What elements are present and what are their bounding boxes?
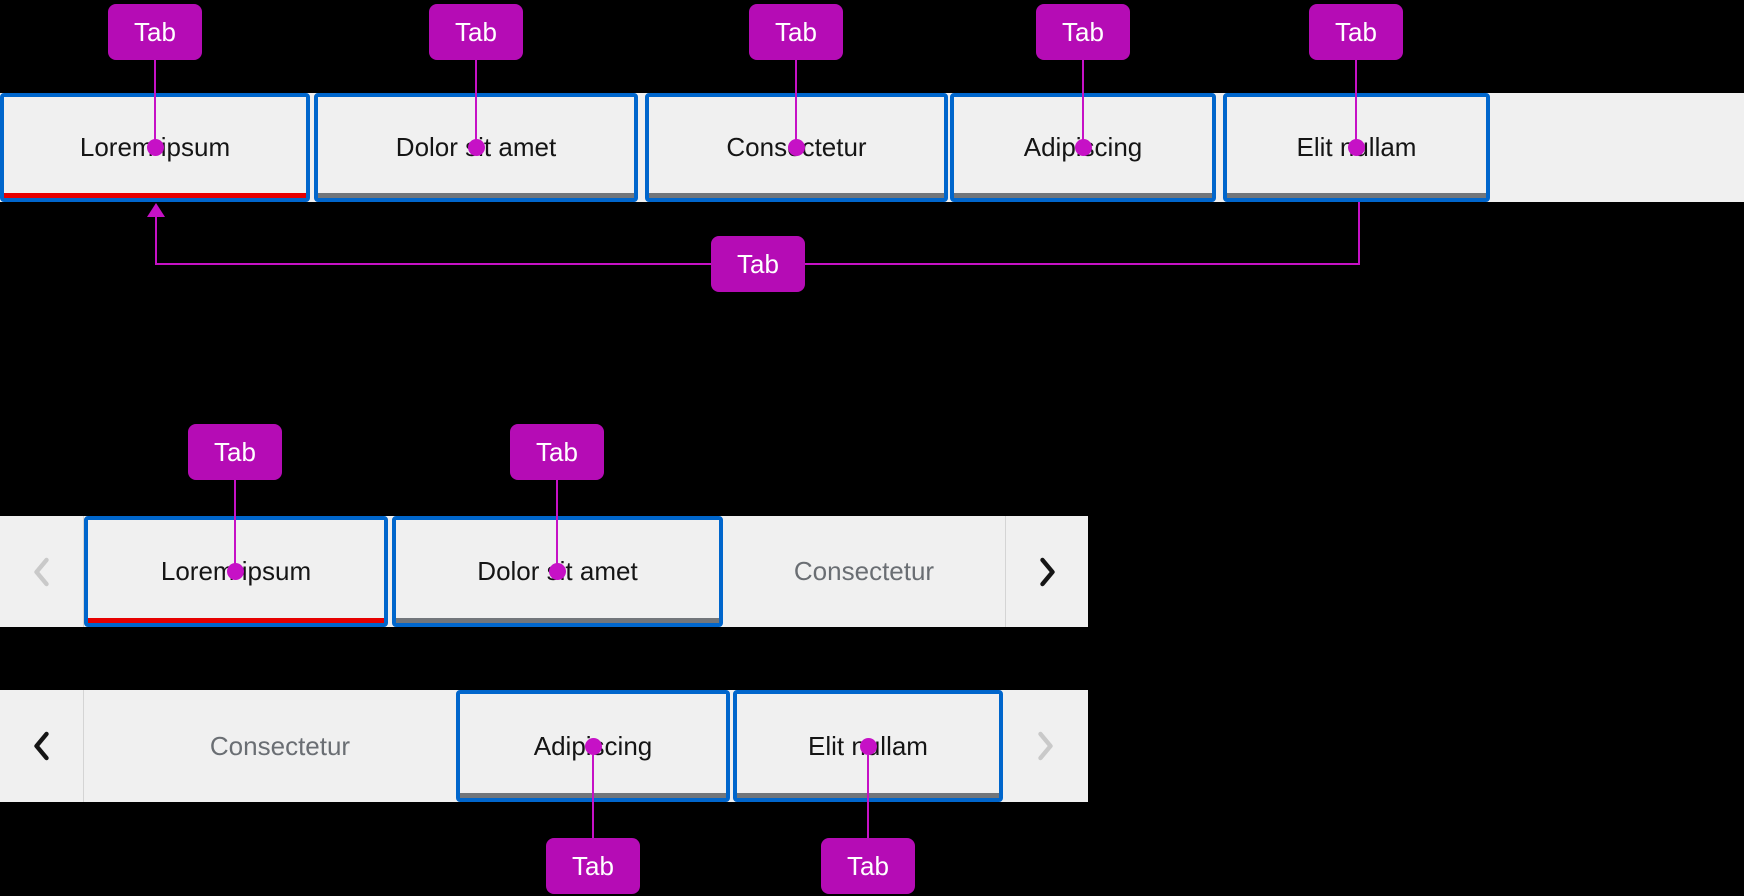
annotation-badge: Tab (188, 424, 282, 480)
annotation-badge-label: Tab (572, 850, 614, 881)
annotation-badge-label: Tab (214, 436, 256, 467)
annotation-dot (468, 139, 485, 156)
annotation-dot (1348, 139, 1365, 156)
annotation-badge: Tab (1309, 4, 1403, 60)
middle-overflow-tab-consectetur[interactable]: Consectetur (723, 516, 1005, 627)
annotation-dot (1075, 139, 1092, 156)
annotation-badge: Tab (108, 4, 202, 60)
annotation-connector-line (1358, 202, 1360, 263)
annotation-badge: Tab (1036, 4, 1130, 60)
annotation-connector-line (475, 60, 477, 140)
angle-right-icon (1037, 556, 1058, 588)
annotation-badge: Tab (711, 236, 805, 292)
divider (1005, 516, 1006, 627)
annotation-connector-line (795, 60, 797, 140)
annotation-dot (549, 563, 566, 580)
bottom-overflow-tab-consectetur[interactable]: Consectetur (95, 690, 465, 802)
annotation-dot (860, 738, 877, 755)
annotation-connector-line (234, 480, 236, 564)
annotation-arrow-up (147, 203, 165, 217)
annotation-dot (585, 738, 602, 755)
middle-tab-bar: Lorem ipsum Dolor sit amet Consectetur (0, 516, 1088, 627)
annotation-badge: Tab (429, 4, 523, 60)
scroll-left-button[interactable] (0, 516, 83, 627)
bottom-tab-bar: Consectetur Adipiscing Elit nullam (0, 690, 1088, 802)
annotation-badge: Tab (510, 424, 604, 480)
scroll-left-button[interactable] (0, 690, 83, 802)
tab-label: Consectetur (793, 556, 935, 586)
angle-left-icon (31, 556, 52, 588)
tab-indicator (396, 618, 719, 623)
active-tab-indicator (4, 193, 306, 198)
annotation-connector-line (155, 216, 157, 263)
annotation-badge-label: Tab (1335, 16, 1377, 47)
annotation-badge-label: Tab (455, 16, 497, 47)
annotation-badge: Tab (749, 4, 843, 60)
annotation-connector-line (154, 60, 156, 140)
annotation-connector-line (1355, 60, 1357, 140)
annotation-badge-label: Tab (847, 850, 889, 881)
annotation-connector-line (1082, 60, 1084, 140)
annotation-badge: Tab (546, 838, 640, 894)
annotation-badge-label: Tab (1062, 16, 1104, 47)
annotation-badge-label: Tab (775, 16, 817, 47)
scroll-right-button[interactable] (1003, 690, 1088, 802)
tab-indicator (318, 193, 634, 198)
divider (83, 516, 84, 627)
top-tab-bar: Lorem ipsum Dolor sit amet Consectetur A… (0, 93, 1744, 202)
angle-right-icon (1035, 730, 1056, 762)
tab-indicator (954, 193, 1212, 198)
annotation-connector-line (867, 755, 869, 838)
tab-label: Consectetur (209, 730, 351, 761)
angle-left-icon (31, 730, 52, 762)
divider (83, 690, 84, 802)
annotation-dot (227, 563, 244, 580)
annotation-badge-label: Tab (134, 16, 176, 47)
active-tab-indicator (88, 618, 384, 623)
annotation-dot (788, 139, 805, 156)
scroll-right-button[interactable] (1006, 516, 1088, 627)
annotation-dot (147, 139, 164, 156)
annotation-connector-line (592, 755, 594, 838)
annotation-badge-label: Tab (536, 436, 578, 467)
tab-indicator (649, 193, 944, 198)
tab-indicator (1227, 193, 1486, 198)
annotation-connector-line (556, 480, 558, 564)
annotation-badge-label: Tab (737, 248, 779, 279)
annotation-badge: Tab (821, 838, 915, 894)
